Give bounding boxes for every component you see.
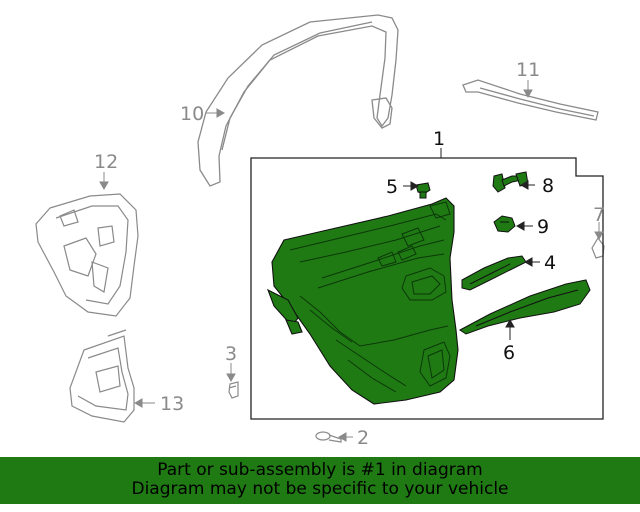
callout-7: 7 [593,204,605,226]
footer-notice-band: Part or sub-assembly is #1 in diagram Di… [0,457,640,504]
callout-5: 5 [386,176,398,198]
callout-12: 12 [94,151,118,173]
part-11-belt-molding[interactable] [462,79,599,121]
part-5-push-pin[interactable] [415,182,431,199]
footer-line-1: Part or sub-assembly is #1 in diagram [157,460,483,480]
part-9-clip[interactable] [493,215,516,233]
callout-leaders [403,148,540,340]
assembly-bounding-box [250,157,604,420]
callout-4: 4 [544,252,556,274]
callout-11: 11 [516,59,540,81]
callout-8: 8 [542,175,554,197]
part-13-bracket[interactable] [69,329,135,423]
callout-9: 9 [537,216,549,238]
footer-line-2: Diagram may not be specific to your vehi… [131,479,509,499]
part-4-pull-handle[interactable] [461,255,527,291]
part-2-screw[interactable] [315,431,342,443]
callout-6: 6 [503,342,515,364]
callout-1: 1 [433,128,445,150]
callout-3: 3 [225,343,237,365]
part-7-cup[interactable] [591,236,605,259]
callout-10: 10 [180,103,204,125]
door-trim-panel-detail-lines [289,201,451,393]
part-8-harness[interactable] [492,171,529,193]
part-6-armrest[interactable] [459,279,591,335]
part-10-frame-trim[interactable] [197,14,399,187]
part-12-water-shield[interactable] [35,193,139,317]
part-3-clip[interactable] [228,381,239,399]
callout-leaders-grey [99,80,604,442]
callout-13: 13 [160,393,184,415]
diagram-canvas: 1 5 8 9 4 6 10 11 12 7 3 2 13 [35,14,605,449]
callout-2: 2 [357,427,369,449]
door-trim-panel-main[interactable] [266,197,459,405]
